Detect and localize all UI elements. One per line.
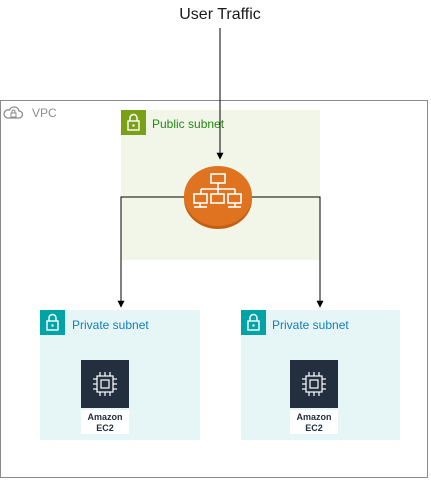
- vpc-label: VPC: [32, 106, 57, 120]
- padlock-icon: [121, 110, 146, 135]
- elastic-load-balancer-icon: [183, 162, 253, 230]
- private-subnet-2-label: Private subnet: [272, 318, 349, 332]
- padlock-icon: [40, 310, 65, 335]
- ec2-label-line2: EC2: [96, 423, 114, 433]
- connector-left: [117, 196, 185, 308]
- ec2-label-line2: EC2: [305, 423, 323, 433]
- user-traffic-label: User Traffic: [179, 6, 261, 23]
- public-subnet-label: Public subnet: [152, 117, 225, 131]
- cloud-lock-icon: [2, 102, 24, 124]
- ec2-instance-1-label: Amazon EC2: [81, 410, 129, 434]
- ec2-chip-icon: [290, 360, 338, 408]
- connector-right: [252, 196, 324, 308]
- ec2-label-line1: Amazon: [296, 412, 332, 422]
- private-subnet-1-label: Private subnet: [72, 318, 149, 332]
- padlock-icon: [241, 310, 266, 335]
- ec2-label-line1: Amazon: [87, 412, 123, 422]
- ec2-instance-2-label: Amazon EC2: [290, 410, 338, 434]
- ec2-chip-icon: [81, 360, 129, 408]
